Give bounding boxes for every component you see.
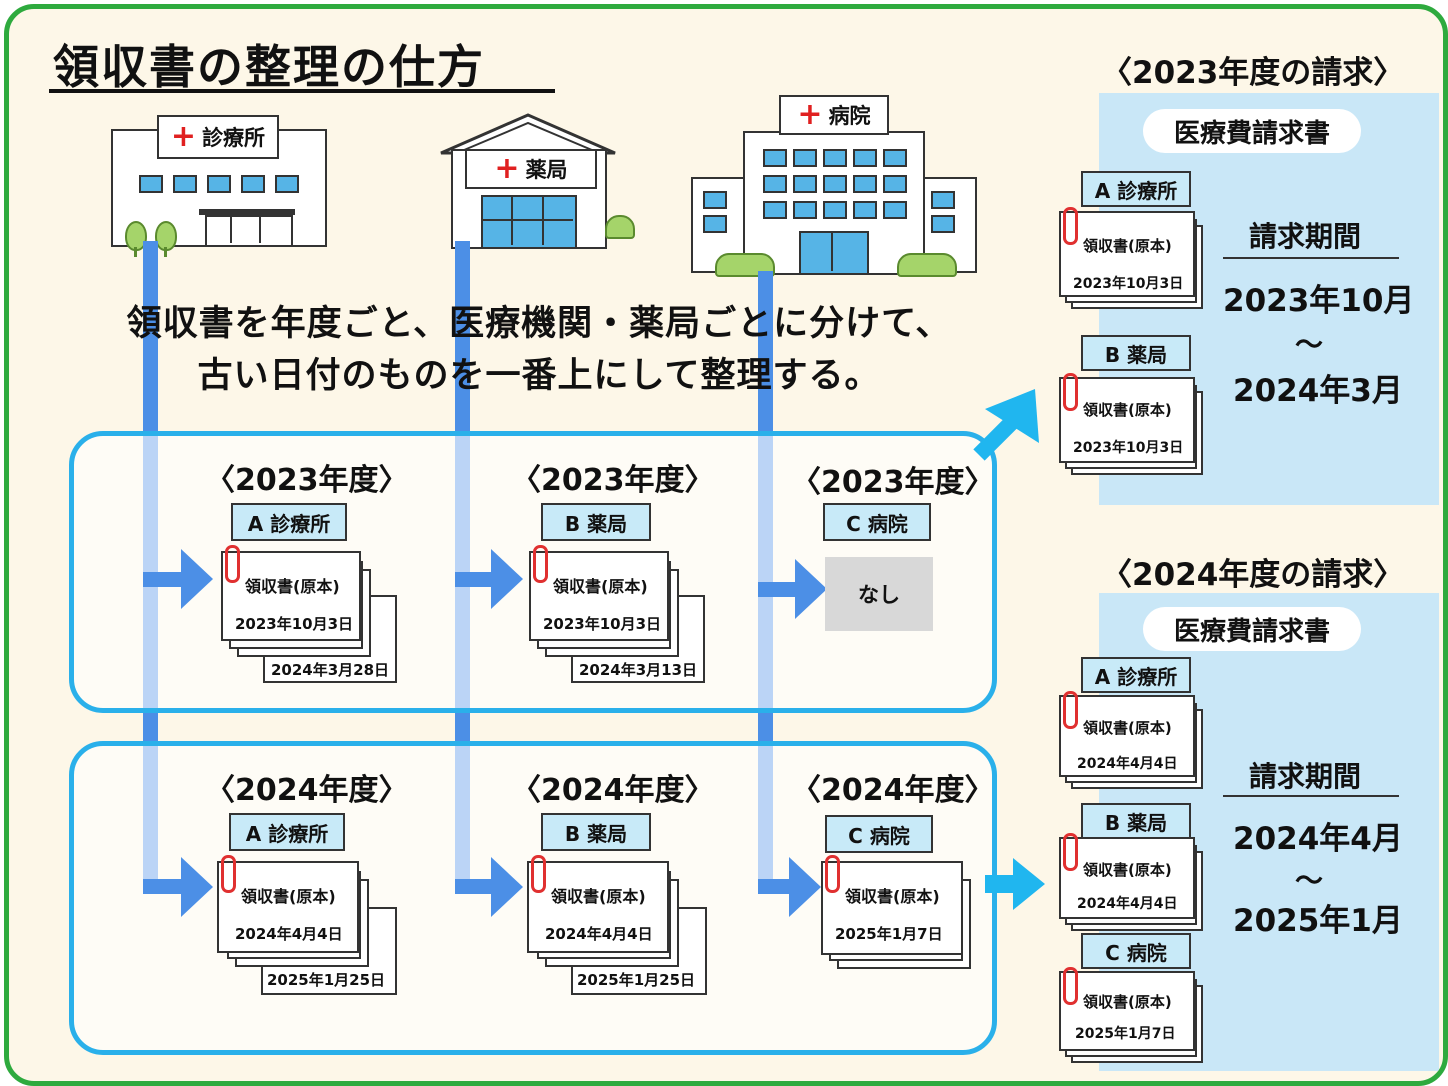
receipt-title: 領収書(原本) — [553, 577, 648, 596]
arrow-right-icon — [795, 559, 827, 619]
year-label: 〈2023年度〉 — [511, 463, 715, 498]
tag-clinic: A 診療所 — [229, 813, 345, 851]
tag-pharmacy: B 薬局 — [541, 813, 651, 851]
tag-clinic: A 診療所 — [231, 503, 347, 541]
paper-clip-icon — [825, 855, 840, 893]
tag-pharmacy: B 薬局 — [1081, 803, 1191, 839]
red-cross-icon: + — [170, 119, 197, 154]
year-label: 〈2024年度〉 — [205, 773, 409, 808]
tag-clinic: A 診療所 — [1081, 657, 1191, 693]
range-separator: 〜 — [1295, 328, 1324, 361]
receipt-date: 2024年4月4日 — [1077, 756, 1178, 772]
tag-pharmacy: B 薬局 — [541, 503, 651, 541]
paper-clip-icon — [1063, 691, 1078, 729]
arrow-up-right-icon — [973, 389, 1039, 461]
year-label: 〈2023年度〉 — [205, 463, 409, 498]
instruction-line-2: 古い日付のものを一番上にして整理する。 — [197, 356, 881, 396]
title-underline — [49, 89, 555, 93]
diagram-frame: 領収書の整理の仕方 + 診療所 + 薬局 — [4, 4, 1448, 1086]
arrow-right-icon — [491, 549, 523, 609]
tag-clinic: A 診療所 — [1081, 171, 1191, 207]
claim-title-2023: 〈2023年度の請求〉 — [1101, 55, 1405, 91]
receipt-title: 領収書(原本) — [1083, 993, 1172, 1011]
receipt-title: 領収書(原本) — [551, 887, 646, 906]
claim-form-title: 医療費請求書 — [1143, 109, 1361, 153]
none-box: なし — [825, 557, 933, 631]
tag-hospital: C 病院 — [1081, 933, 1191, 969]
pharmacy-name: 薬局 — [525, 158, 568, 182]
receipt-date: 2024年4月4日 — [235, 925, 343, 943]
bush-icon — [605, 215, 635, 239]
paper-clip-icon — [1063, 207, 1078, 245]
receipt-date: 2024年3月13日 — [579, 661, 698, 679]
paper-clip-icon — [531, 855, 546, 893]
receipt-date: 2023年10月3日 — [1073, 276, 1184, 292]
arrow-right-icon — [491, 857, 523, 917]
paper-clip-icon — [1063, 967, 1078, 1005]
arrow-right-icon — [1013, 858, 1045, 910]
period-to: 2024年3月 — [1233, 373, 1403, 409]
pharmacy-sign: + 薬局 — [465, 149, 597, 189]
paper-clip-icon — [1063, 373, 1078, 411]
red-cross-icon: + — [494, 151, 520, 186]
receipt-title: 領収書(原本) — [1083, 719, 1172, 737]
arrow-right-icon — [789, 857, 821, 917]
tag-hospital: C 病院 — [823, 503, 931, 541]
hospital-sign: + 病院 — [779, 95, 889, 135]
receipt-date: 2025年1月7日 — [1075, 1026, 1176, 1042]
paper-clip-icon — [221, 855, 236, 893]
claim-title-2024: 〈2024年度の請求〉 — [1101, 557, 1405, 593]
period-label: 請求期間 — [1249, 220, 1362, 253]
receipt-title: 領収書(原本) — [1083, 237, 1172, 255]
red-cross-icon: + — [797, 97, 823, 132]
receipt-date: 2025年1月25日 — [577, 971, 696, 989]
receipt-date: 2023年10月3日 — [1073, 440, 1184, 456]
period-label: 請求期間 — [1249, 760, 1362, 793]
bush-icon — [897, 253, 957, 277]
clinic-sign: + 診療所 — [157, 115, 279, 159]
period-from: 2023年10月 — [1223, 283, 1415, 319]
receipt-date: 2024年3月28日 — [271, 661, 390, 679]
hospital-name: 病院 — [828, 104, 871, 128]
instruction-line-1: 領収書を年度ごと、医療機関・薬局ごとに分けて、 — [126, 304, 952, 344]
period-from: 2024年4月 — [1233, 821, 1403, 857]
receipt-date: 2023年10月3日 — [543, 615, 662, 633]
tag-hospital: C 病院 — [825, 815, 933, 853]
clinic-name: 診療所 — [202, 126, 266, 150]
page-title: 領収書の整理の仕方 — [53, 40, 485, 94]
receipt-title: 領収書(原本) — [845, 887, 940, 906]
arrow-right-icon — [181, 857, 213, 917]
year-label: 〈2023年度〉 — [791, 465, 995, 500]
receipt-date: 2025年1月7日 — [835, 925, 943, 943]
receipt-title: 領収書(原本) — [245, 577, 340, 596]
claim-form-title: 医療費請求書 — [1143, 607, 1361, 651]
receipt-date: 2024年4月4日 — [545, 925, 653, 943]
tag-pharmacy: B 薬局 — [1081, 335, 1191, 371]
arrow-right-icon — [181, 549, 213, 609]
year-label: 〈2024年度〉 — [791, 773, 995, 808]
year-label: 〈2024年度〉 — [511, 773, 715, 808]
paper-clip-icon — [533, 545, 548, 583]
paper-clip-icon — [225, 545, 240, 583]
period-to: 2025年1月 — [1233, 903, 1403, 939]
receipt-date: 2024年4月4日 — [1077, 896, 1178, 912]
receipt-title: 領収書(原本) — [241, 887, 336, 906]
receipt-title: 領収書(原本) — [1083, 401, 1172, 419]
range-separator: 〜 — [1295, 864, 1324, 897]
receipt-title: 領収書(原本) — [1083, 861, 1172, 879]
receipt-date: 2023年10月3日 — [235, 615, 354, 633]
paper-clip-icon — [1063, 833, 1078, 871]
receipt-date: 2025年1月25日 — [267, 971, 386, 989]
